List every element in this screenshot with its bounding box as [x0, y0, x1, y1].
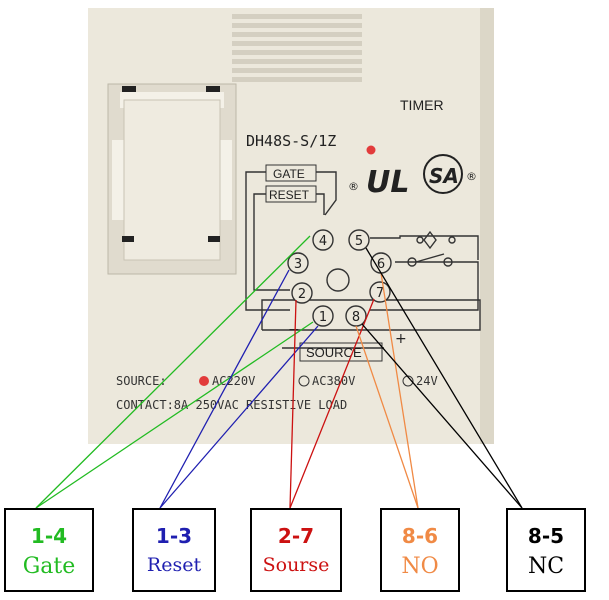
source-label-box	[299, 342, 383, 362]
legend-nc: 8-5 NC	[506, 508, 586, 592]
spec-contact: CONTACT:8A 250VAC RESISTIVE LOAD	[116, 398, 347, 412]
legend-source-pins: 2-7	[277, 524, 315, 548]
legend-reset-pins: 1-3	[155, 524, 193, 548]
gate-label-box	[265, 164, 317, 182]
legend-source-name: Sourse	[262, 554, 330, 576]
svg-text:8: 8	[352, 310, 360, 325]
indicator-led	[366, 145, 376, 155]
gate-line-to-pin-1	[35, 321, 314, 509]
csa-mark: SA	[429, 164, 459, 188]
socket-shutter	[112, 86, 232, 261]
legend-reset-name: Reset	[146, 554, 202, 576]
svg-text:4: 4	[319, 234, 327, 249]
legend-no: 8-6 NO	[380, 508, 460, 592]
connector-lines	[35, 235, 523, 509]
spec-ac220: AC220V	[212, 374, 255, 388]
spec-source: SOURCE:	[116, 374, 167, 388]
nc-line-to-pin-8	[361, 323, 523, 509]
socket-center-key	[326, 268, 350, 292]
reset-label: RESET	[269, 188, 310, 202]
minus-sign: −	[288, 322, 300, 338]
legend-gate-pins: 1-4	[30, 524, 68, 548]
source-line-to-pin-7	[289, 298, 375, 509]
no-line-to-pin-8	[355, 325, 419, 509]
certification-marks: ® UL SA ®	[348, 154, 477, 200]
timer-body-shadow	[480, 8, 494, 444]
plus-sign: +	[395, 331, 407, 347]
ul-mark: UL	[366, 165, 409, 200]
brand-label: TIMER	[400, 97, 444, 113]
csa-mark-ring	[423, 154, 463, 194]
svg-text:7: 7	[376, 286, 384, 301]
legend-no-pins: 8-6	[401, 524, 439, 548]
gate-line-to-pin-4	[35, 235, 311, 509]
pin-5: 5	[348, 229, 370, 251]
spec-ac380: AC380V	[312, 374, 355, 388]
legend-gate-name: Gate	[22, 554, 76, 579]
legend-no-name: NO	[401, 554, 439, 579]
registered-mark-left: ®	[348, 180, 359, 193]
spec-source-line: SOURCE: AC220V AC380V 24V	[116, 374, 438, 388]
spec-24v: 24V	[416, 374, 438, 388]
svg-text:3: 3	[294, 257, 302, 272]
legend-nc-name: NC	[527, 554, 565, 579]
gate-label: GATE	[273, 167, 305, 181]
svg-text:6: 6	[377, 257, 385, 272]
svg-text:1: 1	[319, 310, 327, 325]
legend-nc-pins: 8-5	[527, 524, 565, 548]
schematic-lines	[245, 171, 481, 349]
no-line-to-pin-6	[380, 272, 419, 509]
pin-3: 3	[287, 252, 309, 274]
model-label: DH48S-S/1Z	[246, 132, 336, 150]
legend-source: 2-7 Sourse	[250, 508, 342, 592]
svg-text:2: 2	[298, 287, 306, 302]
pin-8: 8	[345, 305, 367, 327]
vent-grill	[232, 14, 362, 82]
reset-line-to-pin-3	[159, 269, 290, 509]
reset-line-to-pin-1	[159, 325, 319, 509]
legend-gate: 1-4 Gate	[4, 508, 94, 592]
svg-text:5: 5	[355, 234, 363, 249]
relay-contact-symbol	[407, 230, 456, 267]
registered-mark-right: ®	[466, 170, 477, 183]
nc-line-to-pin-5	[365, 247, 523, 509]
pin-7: 7	[369, 281, 391, 303]
source-label: SOURCE	[306, 345, 362, 360]
pin-4: 4	[312, 229, 334, 251]
source-line-to-pin-2	[289, 299, 297, 509]
pin-2: 2	[291, 282, 313, 304]
pin-1: 1	[312, 305, 334, 327]
selected-voltage-indicator	[199, 376, 209, 386]
legend-reset: 1-3 Reset	[132, 508, 216, 592]
pin-6: 6	[370, 252, 392, 274]
